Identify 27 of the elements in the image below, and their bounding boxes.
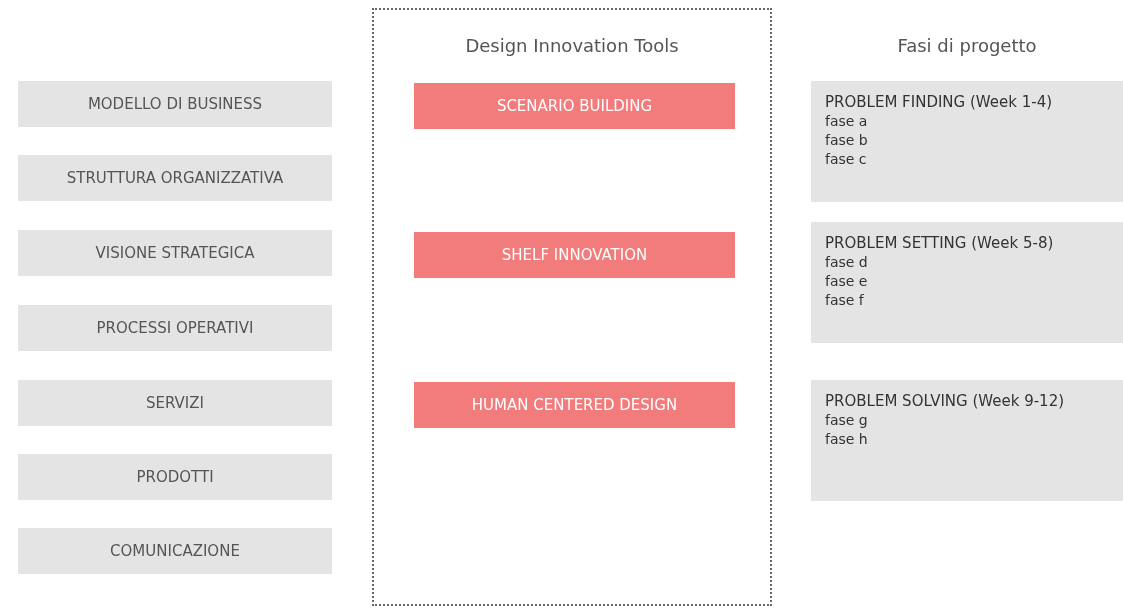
phase-title: PROBLEM FINDING (Week 1-4) (825, 93, 1054, 112)
category-box: MODELLO DI BUSINESS (18, 81, 332, 127)
phase-step: fase a (825, 112, 1109, 131)
phase-step: fase e (825, 272, 1109, 291)
category-box: VISIONE STRATEGICA (18, 230, 332, 276)
tool-box: SHELF INNOVATION (414, 232, 735, 278)
phase-box (811, 81, 1123, 202)
phase-step: fase d (825, 253, 1109, 272)
category-box: STRUTTURA ORGANIZZATIVA (18, 155, 332, 201)
category-box: PRODOTTI (18, 454, 332, 500)
dotted-container (372, 8, 772, 606)
phase-box (811, 222, 1123, 343)
phase-step: fase h (825, 430, 1109, 449)
phase-title: PROBLEM SETTING (Week 5-8) (825, 234, 1055, 253)
category-box: COMUNICAZIONE (18, 528, 332, 574)
category-box: PROCESSI OPERATIVI (18, 305, 332, 351)
column-heading: Design Innovation Tools (464, 35, 680, 56)
column-heading: Fasi di progetto (896, 35, 1038, 56)
phase-step: fase c (825, 150, 1109, 169)
phase-title: PROBLEM SOLVING (Week 9-12) (825, 392, 1066, 411)
tool-box: HUMAN CENTERED DESIGN (414, 382, 735, 428)
phase-step: fase f (825, 291, 1109, 310)
phase-box (811, 380, 1123, 501)
category-box: SERVIZI (18, 380, 332, 426)
tool-box: SCENARIO BUILDING (414, 83, 735, 129)
phase-step: fase g (825, 411, 1109, 430)
phase-step: fase b (825, 131, 1109, 150)
